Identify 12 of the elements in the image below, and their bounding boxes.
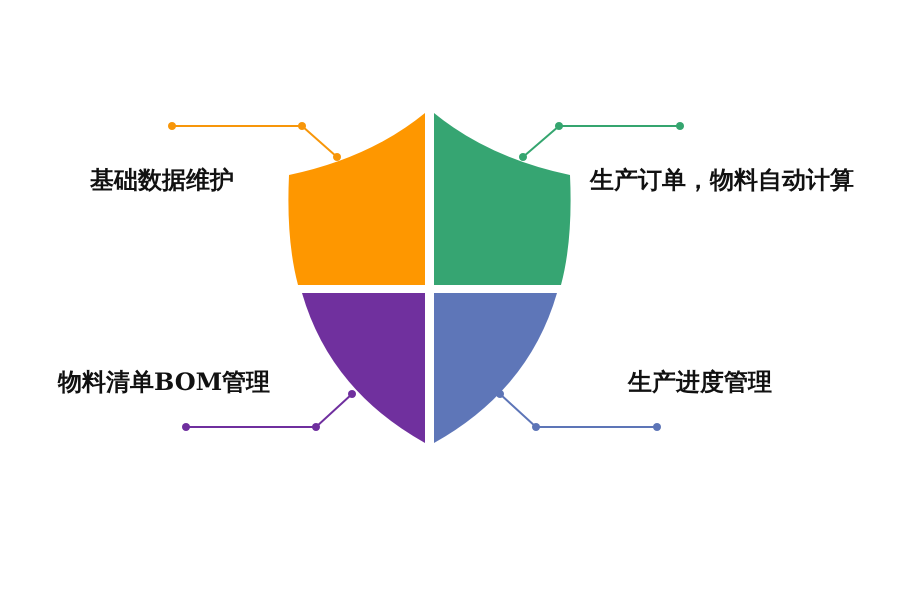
item-label: 生产订单，物料自动计算 [590,165,854,195]
shield-segment [434,293,557,443]
leader-line [496,390,661,431]
item-label: 物料清单BOM管理 [58,367,270,397]
item-label: 生产进度管理 [628,367,772,397]
item-label: 基础数据维护 [90,165,234,195]
shield-segment [302,293,425,443]
leader-line [182,390,356,431]
shield-segment [288,113,425,285]
shield-segment [434,113,571,285]
leader-line [168,122,341,161]
leader-line [519,122,684,161]
